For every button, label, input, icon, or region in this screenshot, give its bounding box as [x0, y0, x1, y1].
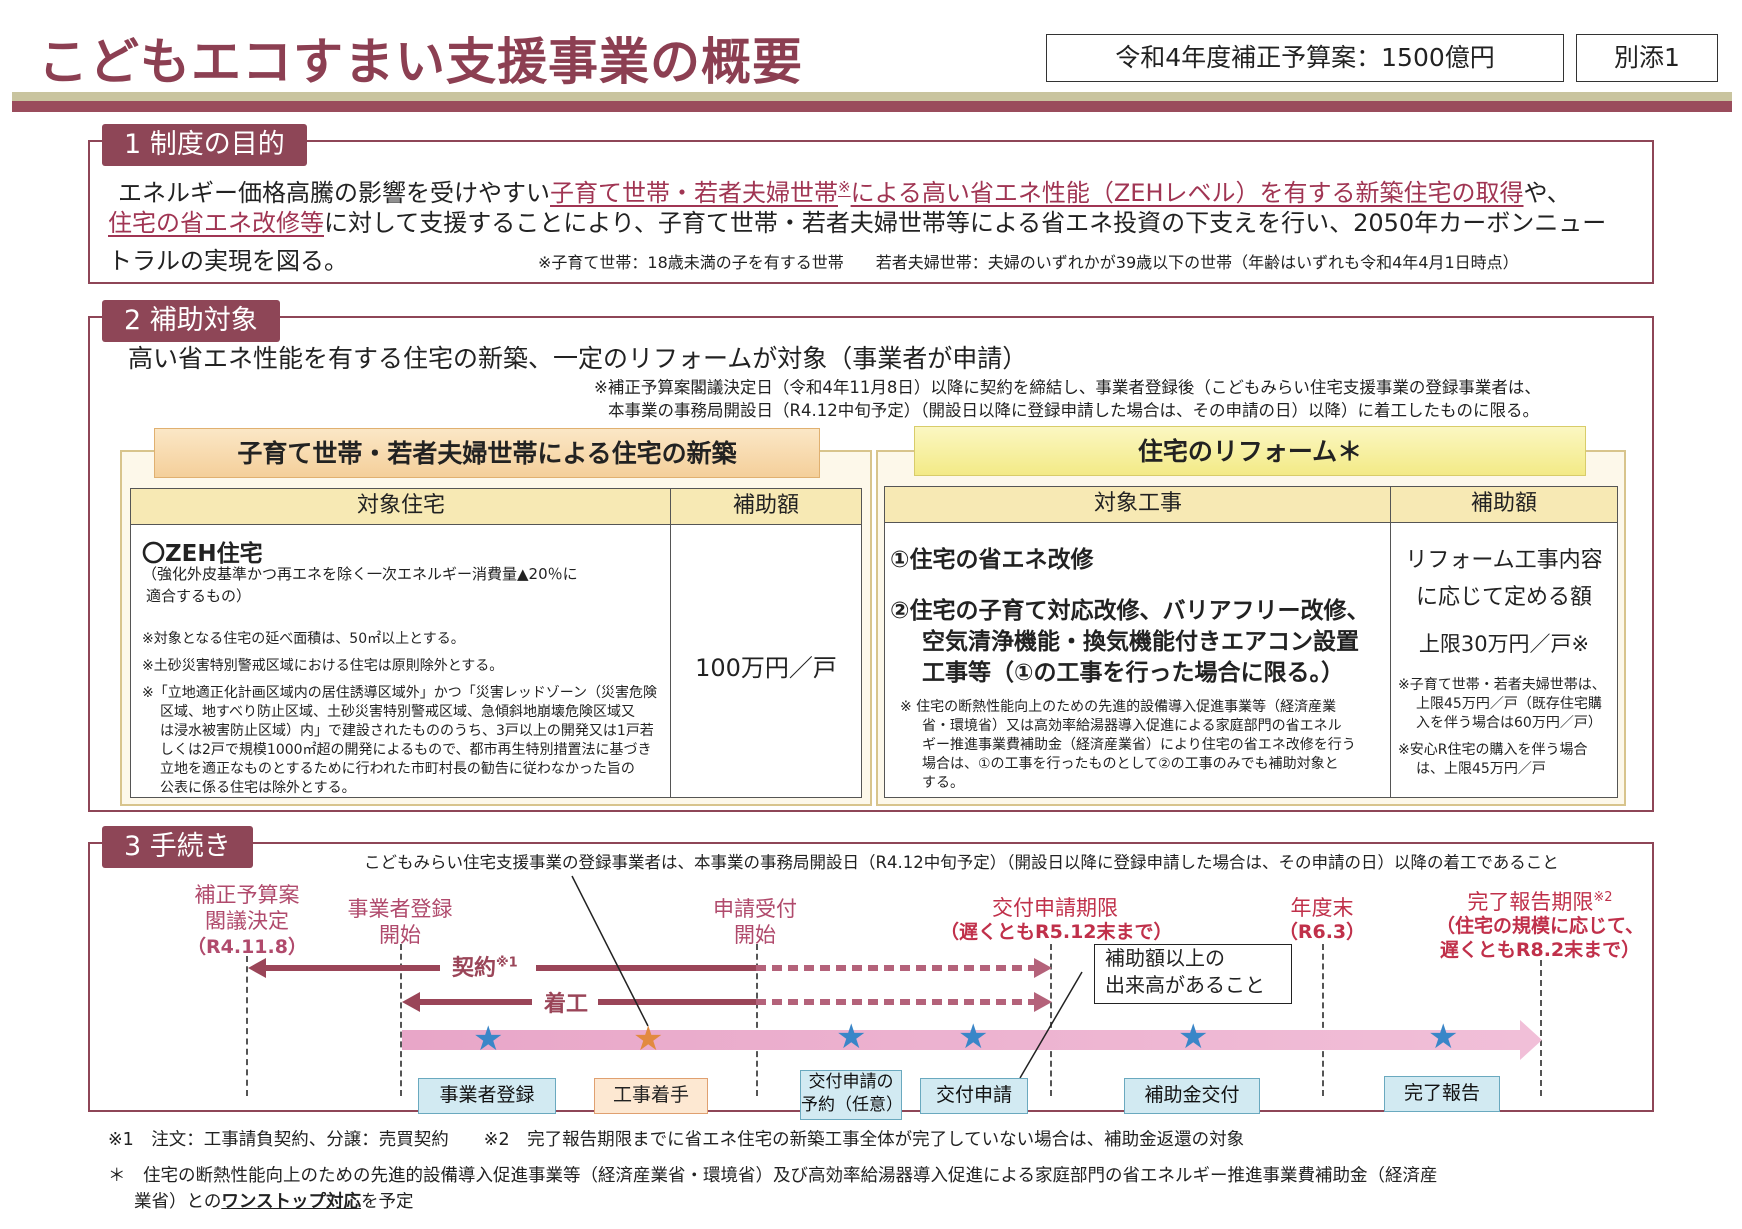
new-housing-table: [130, 488, 862, 798]
guide-deadline: [1050, 944, 1052, 1096]
step-grant-application: 交付申請: [920, 1078, 1028, 1114]
purpose-line-3: トラルの実現を図る。: [108, 247, 348, 275]
reform-work-note: ※ 住宅の断熱性能向上のための先進的設備導入促進事業等（経済産業 省・環境省）又…: [900, 699, 1356, 791]
note-pointer-line: [571, 875, 649, 1027]
star-icon: ★: [1178, 1017, 1209, 1057]
step-application-reservation: 交付申請の 予約（任意）: [800, 1070, 903, 1120]
zeh-desc-1: （強化外皮基準かつ再エネを除く一次エネルギー消費量▲20％に: [142, 565, 578, 583]
footer-note-2a: ＊ 住宅の断熱性能向上のための先進的設備導入促進事業等（経済産業省・環境省）及び…: [108, 1166, 1438, 1186]
step-completion-report: 完了報告: [1384, 1076, 1500, 1112]
guide-completion: [1540, 960, 1542, 1096]
star-icon: ★: [836, 1017, 867, 1057]
milestone-application-start: 申請受付 開始: [713, 897, 797, 947]
new-housing-col-amount: 補助額: [671, 489, 861, 525]
zeh-desc-2: 適合するもの）: [146, 587, 252, 605]
step-subsidy-payment: 補助金交付: [1124, 1078, 1260, 1114]
reform-amount: リフォーム工事内容 に応じて定める額: [1405, 548, 1603, 610]
main-timeline-arrow: [402, 1020, 1542, 1060]
procedure-label: 3 手続き: [102, 826, 253, 868]
callout-pointer-line: [1019, 971, 1083, 1079]
contract-arrow: [248, 958, 1052, 978]
star-icon: ★: [1428, 1017, 1459, 1057]
guide-fiscal-end: [1322, 944, 1324, 1096]
zeh-note-landslide: ※土砂災害特別警戒区域における住宅は原則除外とする。: [142, 658, 504, 674]
new-housing-col-divider: [670, 489, 671, 797]
title-divider: [12, 92, 1732, 112]
household-definition-note: ※子育て世帯：18歳未満の子を有する世帯 若者夫婦世帯：夫婦のいずれかが39歳以…: [538, 253, 1519, 272]
budget-box: 令和4年度補正予算案：1500億円: [1046, 34, 1564, 82]
reform-work-1: ①住宅の省エネ改修: [890, 547, 1094, 573]
zeh-item: 〇ZEH住宅: [142, 541, 263, 567]
guide-application: [756, 944, 758, 1096]
contract-label: 契約※1: [452, 955, 518, 981]
target-households: 子育て世帯・若者夫婦世帯: [550, 179, 838, 207]
star-icon: ★: [958, 1017, 989, 1057]
guide-registration: [400, 944, 402, 1096]
milestone-application-deadline: 交付申請期限 （遅くともR5.12末まで）: [940, 896, 1173, 943]
step-construction-start: 工事着手: [594, 1078, 708, 1114]
zeh-note-exclusion: ※「立地適正化計画区域内の居住誘導区域外」かつ「災害レッドゾーン（災害危険 区域…: [142, 685, 658, 796]
new-housing-amount: 100万円／戸: [695, 654, 837, 682]
purpose-line-1: エネルギー価格高騰の影響を受けやすい子育て世帯・若者夫婦世帯※による高い省エネ性…: [118, 178, 1571, 207]
target-lead: 高い省エネ性能を有する住宅の新築、一定のリフォームが対象（事業者が申請）: [128, 344, 1028, 373]
reform-limit: 上限30万円／戸※: [1418, 632, 1590, 656]
construction-arrow: [402, 992, 1052, 1012]
zeh-note-area: ※対象となる住宅の延べ面積は、50㎡以上とする。: [142, 631, 465, 647]
purpose-section: [88, 140, 1654, 284]
step-business-registration: 事業者登録: [418, 1078, 556, 1114]
new-housing-col-target: 対象住宅: [131, 489, 671, 525]
target-label: 2 補助対象: [102, 300, 280, 342]
target-note-1: ※補正予算案閣議決定日（令和4年11月8日）以降に契約を締結し、事業者登録後（こ…: [594, 378, 1541, 397]
new-housing-heading: 子育て世帯・若者夫婦世帯による住宅の新築: [154, 428, 820, 478]
footer-note-1: ※1 注文：工事請負契約、分譲：売買契約 ※2 完了報告期限までに省エネ住宅の新…: [108, 1130, 1245, 1150]
purpose-label: 1 制度の目的: [102, 124, 307, 166]
energy-saving-renovation: 住宅の省エネ改修等: [108, 209, 324, 237]
milestone-cabinet-decision: 補正予算案 閣議決定 （R4.11.8）: [187, 883, 307, 958]
zeh-new-housing: による高い省エネ性能（ZEHレベル）を有する新築住宅の取得: [850, 179, 1524, 207]
reform-table: [884, 486, 1618, 798]
procedure-top-note: こどもみらい住宅支援事業の登録事業者は、本事業の事務局開設日（R4.12中旬予定…: [364, 853, 1559, 872]
page-title: こどもエコすまい支援事業の概要: [38, 33, 803, 91]
purpose-line-2: 住宅の省エネ改修等に対して支援することにより、子育て世帯・若者夫婦世帯等による省…: [108, 209, 1607, 237]
reform-col-divider: [1390, 487, 1391, 797]
progress-callout: 補助額以上の 出来高があること: [1094, 944, 1292, 1004]
reform-work-2: ②住宅の子育て対応改修、バリアフリー改修、 空気清浄機能・換気機能付きエアコン設…: [890, 598, 1370, 686]
star-icon: ★: [473, 1019, 504, 1059]
reform-heading: 住宅のリフォーム＊: [914, 426, 1586, 476]
construction-label: 着工: [544, 992, 589, 1017]
reform-col-amount: 補助額: [1391, 487, 1617, 523]
star-icon: ★: [633, 1019, 664, 1059]
footer-note-2b: 業省）とのワンストップ対応を予定: [134, 1192, 414, 1212]
guide-cabinet: [246, 956, 248, 1096]
target-note-2: 本事業の事務局開設日（R4.12中旬予定）（開設日以降に登録申請した場合は、その…: [608, 401, 1539, 420]
reform-amount-note: ※子育て世帯・若者夫婦世帯は、 上限45万円／戸（既存住宅購 入を伴う場合は60…: [1398, 677, 1606, 777]
milestone-registration-start: 事業者登録 開始: [347, 897, 453, 947]
milestone-completion-deadline: 完了報告期限※2 （住宅の規模に応じて、 遅くともR8.2末まで）: [1435, 890, 1645, 961]
milestone-fiscal-year-end: 年度末 （R6.3）: [1278, 896, 1366, 943]
reform-col-work: 対象工事: [885, 487, 1391, 523]
target-section: [88, 316, 1654, 812]
attachment-label: 別添1: [1576, 34, 1718, 82]
